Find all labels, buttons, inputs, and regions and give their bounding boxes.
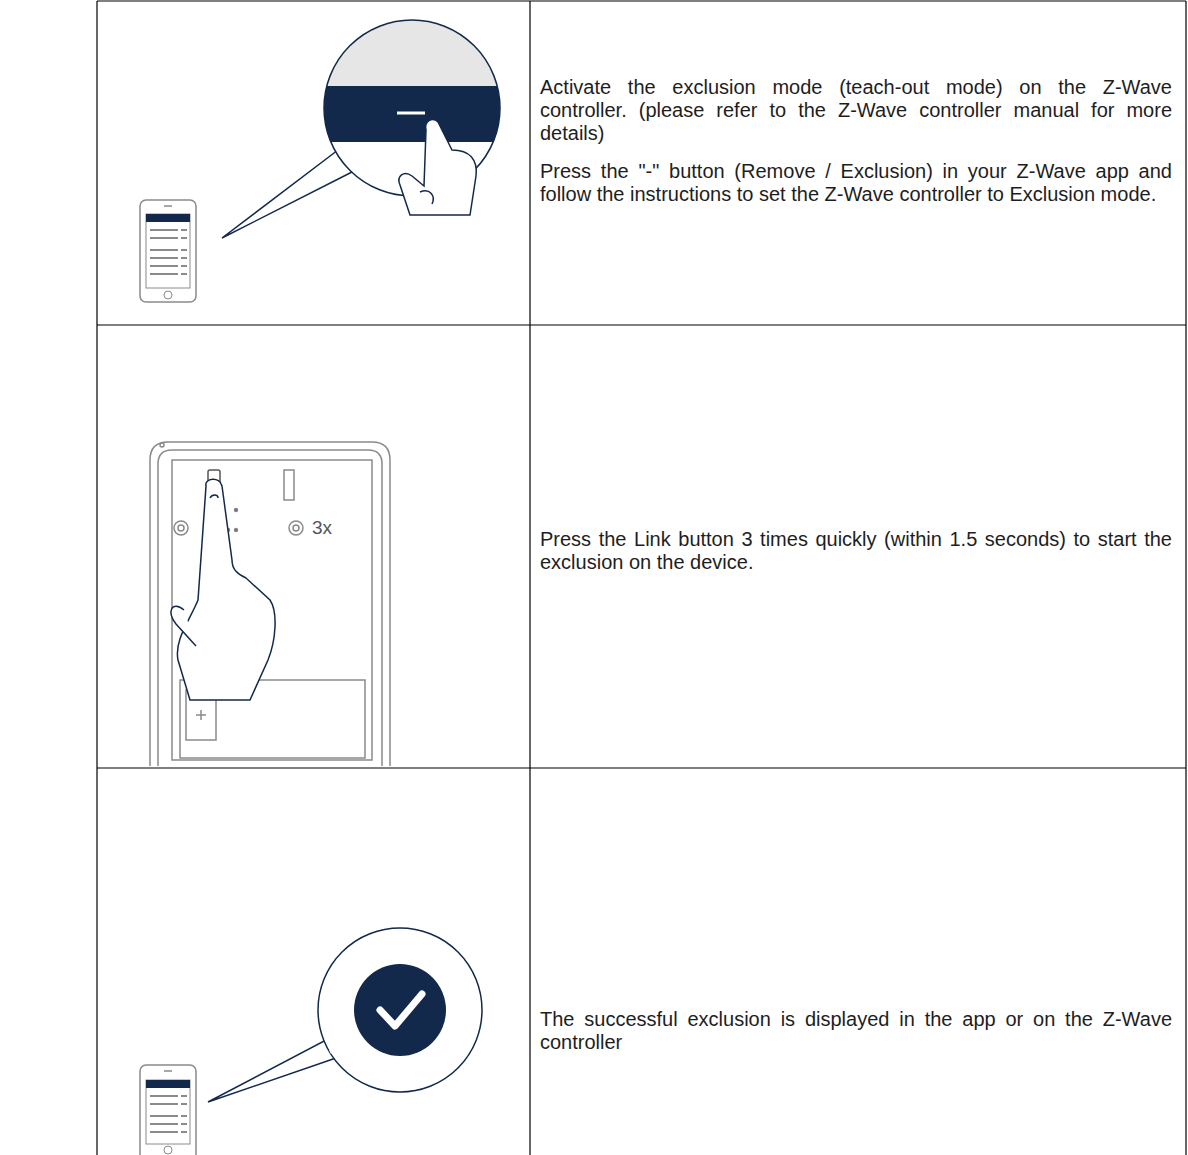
exclusion-button-illustration xyxy=(140,18,510,302)
instruction-text: Press the Link button 3 times quickly (w… xyxy=(540,528,1172,574)
table-grid xyxy=(97,1,1186,1155)
instruction-text: The successful exclusion is displayed in… xyxy=(540,1008,1172,1054)
instruction-text: Activate the exclusion mode (teach-out m… xyxy=(540,76,1172,145)
instruction-text: Press the "-" button (Remove / Exclusion… xyxy=(540,160,1172,206)
success-illustration xyxy=(140,928,482,1155)
press-count: 3x xyxy=(312,516,332,539)
device-link-button-illustration xyxy=(150,442,390,766)
